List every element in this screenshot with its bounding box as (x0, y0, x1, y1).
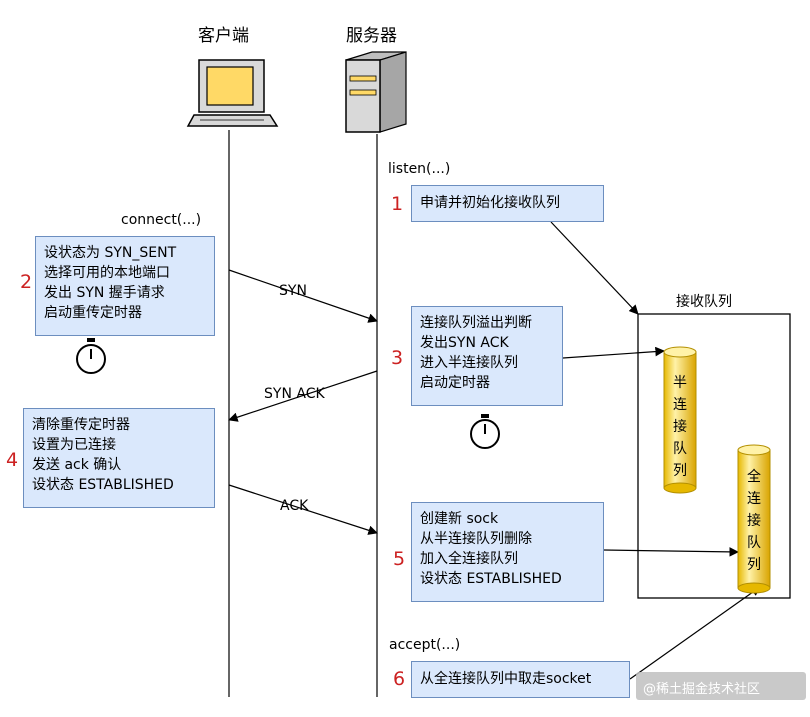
synack-label: SYN ACK (264, 386, 325, 402)
step-6-line: 从全连接队列中取走socket (420, 671, 592, 687)
accept-call-label: accept(...) (389, 637, 461, 653)
step-2-line: 发出 SYN 握手请求 (44, 285, 165, 301)
receive-queue-container (637, 313, 791, 599)
step-1-line: 申请并初始化接收队列 (420, 195, 560, 211)
synack-arrow (228, 370, 378, 422)
step-6-box: 从全连接队列中取走socket (411, 661, 630, 698)
ack-label: ACK (280, 498, 309, 514)
step-number-4: 4 (6, 449, 19, 471)
step-4-line: 清除重传定时器 (32, 417, 130, 433)
step-3-line: 连接队列溢出判断 (420, 315, 532, 331)
step-5-box: 创建新 sock 从半连接队列删除 加入全连接队列 设状态 ESTABLISHE… (411, 502, 604, 602)
watermark-bg (636, 672, 806, 700)
server-icon (345, 51, 407, 133)
step-4-line: 发送 ack 确认 (32, 457, 122, 473)
init-queue-arrow (550, 221, 639, 315)
step-5-line: 从半连接队列删除 (420, 531, 532, 547)
stopwatch-icon (76, 338, 106, 374)
step-number-2: 2 (20, 271, 33, 293)
step-number-6: 6 (393, 668, 406, 690)
step-3-line: 启动定时器 (420, 375, 490, 391)
watermark: @稀土掘金技术社区 (643, 682, 761, 697)
half-connection-queue-label: 半 连 接 队 列 (673, 375, 687, 479)
step-2-line: 设状态为 SYN_SENT (44, 245, 177, 261)
full-connection-queue-cylinder (737, 444, 771, 594)
step-4-line: 设状态 ESTABLISHED (32, 477, 174, 493)
server-header: 服务器 (346, 26, 397, 46)
step-2-line: 选择可用的本地端口 (44, 265, 170, 281)
step-number-3: 3 (391, 347, 404, 369)
enter-half-queue-arrow (562, 346, 665, 359)
listen-call-label: listen(...) (388, 161, 451, 177)
stopwatch-icon (470, 414, 500, 449)
ack-arrow (228, 484, 378, 535)
step-4-line: 设置为已连接 (32, 437, 116, 453)
computer-icon (186, 59, 279, 127)
step-1-box: 申请并初始化接收队列 (411, 185, 604, 222)
step-3-line: 进入半连接队列 (420, 355, 518, 371)
step-number-5: 5 (393, 548, 406, 570)
step-2-box: 设状态为 SYN_SENT 选择可用的本地端口 发出 SYN 握手请求 启动重传… (35, 236, 215, 336)
half-connection-queue-cylinder (663, 346, 697, 494)
take-from-full-queue-arrow (629, 586, 761, 680)
client-header: 客户端 (198, 26, 249, 46)
receive-queue-title: 接收队列 (676, 294, 732, 310)
step-number-1: 1 (391, 193, 404, 215)
step-5-line: 设状态 ESTABLISHED (420, 571, 562, 587)
full-connection-queue-label: 全 连 接 队 列 (747, 469, 761, 573)
syn-label: SYN (279, 283, 307, 299)
step-3-box: 连接队列溢出判断 发出SYN ACK 进入半连接队列 启动定时器 (411, 306, 563, 406)
step-4-box: 清除重传定时器 设置为已连接 发送 ack 确认 设状态 ESTABLISHED (23, 408, 215, 508)
enter-full-queue-arrow (603, 547, 739, 557)
connect-call-label: connect(...) (121, 212, 202, 228)
step-3-line: 发出SYN ACK (420, 335, 509, 351)
step-5-line: 创建新 sock (420, 511, 499, 527)
step-2-line: 启动重传定时器 (44, 305, 142, 321)
syn-arrow (228, 269, 378, 323)
step-5-line: 加入全连接队列 (420, 551, 518, 567)
